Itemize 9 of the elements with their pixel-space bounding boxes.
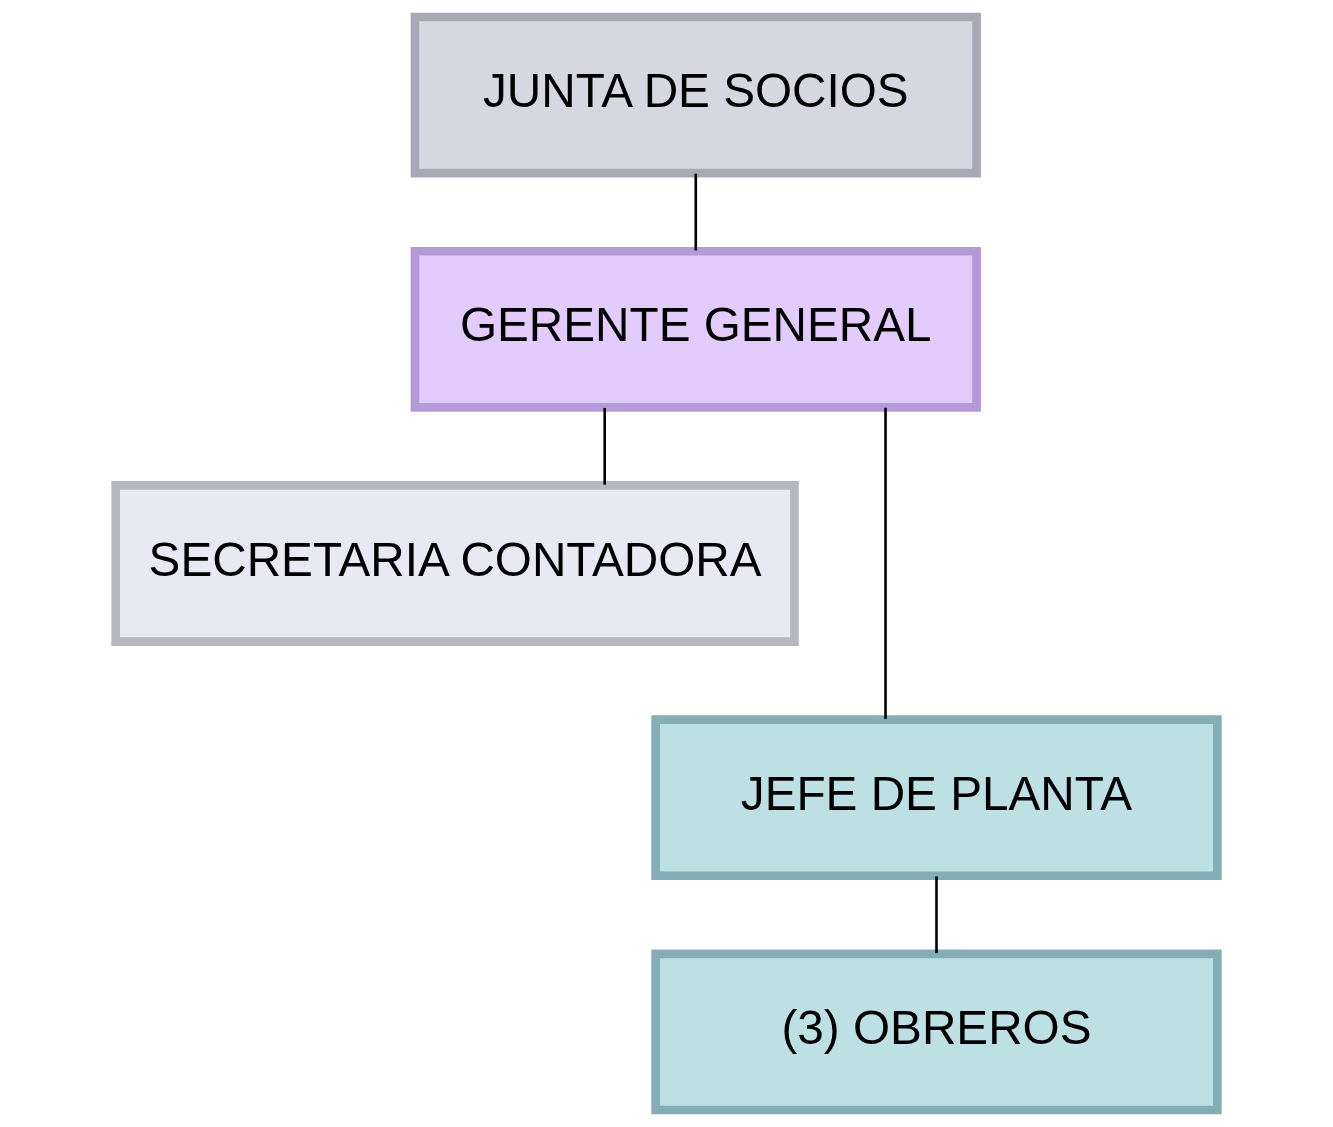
node-box: JEFE DE PLANTA xyxy=(651,715,1222,881)
connector xyxy=(884,407,887,720)
node-box: SECRETARIA CONTADORA xyxy=(111,481,799,646)
connector xyxy=(603,407,606,485)
connector xyxy=(935,876,938,954)
node-box: GERENTE GENERAL xyxy=(410,246,981,412)
node-box: (3) OBREROS xyxy=(651,949,1222,1115)
node-box: JUNTA DE SOCIOS xyxy=(410,12,981,178)
connector xyxy=(694,173,698,251)
